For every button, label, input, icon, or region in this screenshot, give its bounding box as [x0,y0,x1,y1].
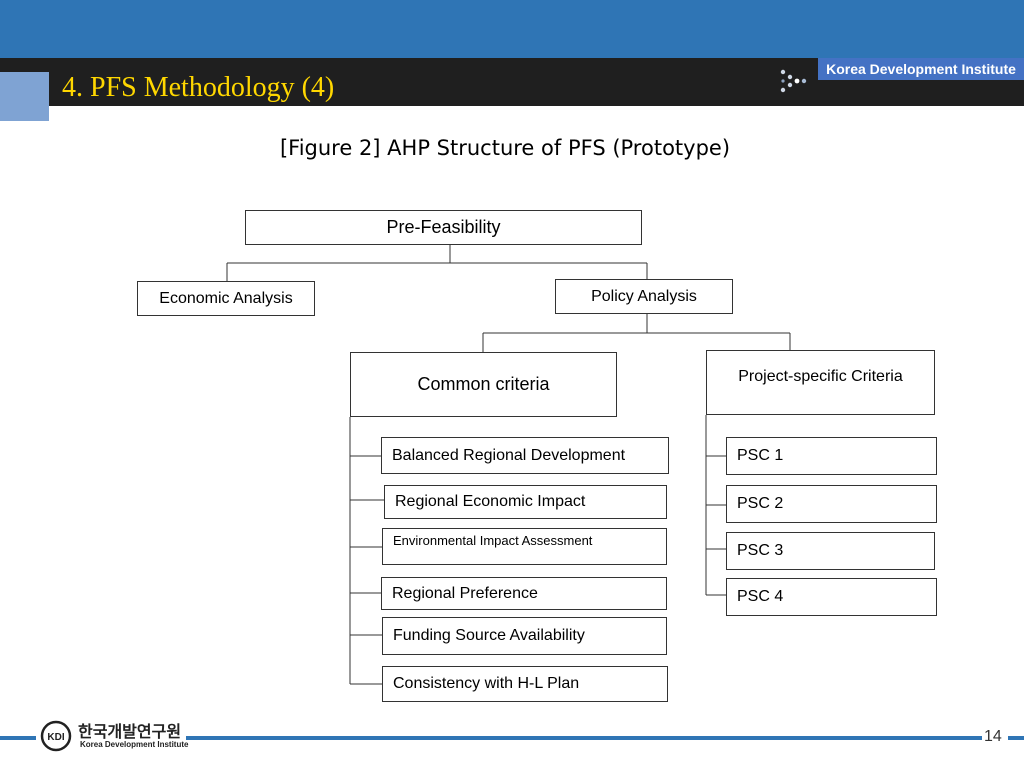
psc-item: PSC 2 [726,485,937,523]
kdi-logo-text: KDI [47,732,64,743]
kdi-logo-icon: KDI [40,720,72,752]
psc-item: PSC 3 [726,532,935,570]
node-project-specific-criteria: Project-specific Criteria [706,350,935,415]
title-accent-square [0,72,49,121]
common-item: Regional Preference [381,577,667,610]
slide-title: 4. PFS Methodology (4) [62,72,335,103]
arrow-dots-icon [780,69,807,93]
node-economic-analysis: Economic Analysis [137,281,315,316]
psc-item: PSC 4 [726,578,937,616]
top-band [0,0,1024,58]
footer-english-name: Korea Development Institute [80,740,189,749]
node-common-criteria: Common criteria [350,352,617,417]
footer-rule [186,736,982,740]
page-number: 14 [984,728,1002,745]
figure-caption: [Figure 2] AHP Structure of PFS (Prototy… [279,136,731,160]
common-item: Environmental Impact Assessment [382,528,667,565]
node-policy-analysis: Policy Analysis [555,279,733,314]
psc-item: PSC 1 [726,437,937,475]
node-pre-feasibility: Pre-Feasibility [245,210,642,245]
common-item: Consistency with H-L Plan [382,666,668,702]
footer-korean-name: 한국개발연구원 [78,724,182,741]
common-item: Balanced Regional Development [381,437,669,474]
common-item: Funding Source Availability [382,617,667,655]
footer-rule [1008,736,1024,740]
common-item: Regional Economic Impact [384,485,667,519]
brand-badge: Korea Development Institute [818,58,1024,80]
footer-rule [0,736,36,740]
